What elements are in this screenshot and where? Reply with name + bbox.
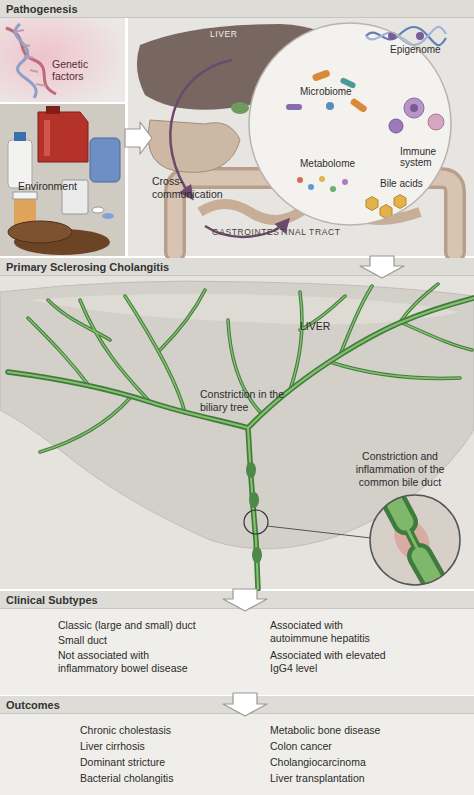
biliary-tree (8, 284, 474, 589)
immune-cell (404, 98, 424, 118)
metabolite (330, 186, 336, 192)
factor-label: Environment (18, 180, 102, 193)
component-label: Microbiome (300, 86, 370, 97)
nucleosome (416, 32, 424, 40)
pill-bottle-cap (13, 192, 37, 199)
metabolite (308, 184, 314, 190)
pathogenesis-panel: PathogenesisGenetic factorsEnvironmentLI… (0, 20, 474, 256)
bacterium (312, 69, 331, 82)
list-item: Not associated with inflammatory bowel d… (58, 649, 203, 675)
subtype-panel: Clinical SubtypesClassic (large and smal… (0, 611, 474, 693)
epigenome-helix (366, 27, 446, 45)
outcome-panel: OutcomesChronic cholestasisLiver cirrhos… (0, 716, 474, 795)
interaction-circle: EpigenomeMicrobiomeImmune systemMetabolo… (248, 22, 452, 226)
list-item: Colon cancer (270, 740, 430, 753)
list-item: Metabolic bone disease (270, 724, 430, 737)
component-label: Epigenome (390, 44, 450, 55)
component-label: Metabolome (300, 158, 370, 169)
component-label: Bile acids (380, 178, 440, 189)
magnified-outline (370, 495, 460, 585)
duct-wall (388, 490, 405, 522)
duct-bead (249, 492, 259, 508)
process-label: Cross-communication (152, 175, 224, 201)
epigenome-helix (366, 27, 446, 45)
panel-heading: Clinical Subtypes (0, 591, 474, 609)
list-item: Chronic cholestasis (80, 724, 240, 737)
magnified-duct (387, 490, 445, 600)
stricture-lumen (404, 522, 421, 556)
jug (90, 138, 120, 182)
organ-label: GASTROINTESTINAL TRACT (212, 226, 412, 239)
panel-heading: Outcomes (0, 696, 474, 714)
duct-lumen (388, 490, 405, 522)
callout-label: Constriction in the biliary tree (200, 388, 292, 414)
liver-highlight (30, 294, 460, 325)
bread (8, 221, 72, 243)
gas-can (38, 112, 88, 162)
organ-background (128, 18, 474, 256)
gas-can-spout (46, 106, 60, 114)
circle-fill (249, 23, 451, 225)
gallbladder (231, 102, 249, 114)
separator (125, 18, 128, 256)
list-item: Associated with autoimmune hepatitis (270, 619, 390, 645)
panel-background (0, 714, 474, 795)
bottle-cap (14, 132, 26, 141)
panel-background (0, 276, 474, 589)
callout-label: Constriction and inflammation of the com… (335, 450, 465, 489)
panel-background (0, 609, 474, 695)
organ-panel: LIVER Cross-communicationGASTROINTESTINAL… (152, 20, 474, 256)
factor-label: Genetic factors (52, 58, 104, 82)
magnify-marker (244, 510, 268, 534)
organ-label: LIVER (210, 28, 270, 41)
bile-acid (366, 197, 378, 211)
leader-line (267, 526, 371, 538)
list-item: Liver transplantation (270, 772, 430, 785)
cell-nucleus (410, 104, 418, 112)
bacterium (349, 97, 368, 113)
exposure-panel: Genetic factorsEnvironment (0, 20, 125, 256)
list-item: Small duct (58, 634, 208, 647)
metabolite (342, 179, 348, 185)
environment-background (0, 104, 125, 256)
immune-cell (428, 114, 444, 130)
disease-panel: Primary Sclerosing CholangitisLIVERConst… (0, 278, 474, 589)
list-item: Liver cirrhosis (80, 740, 240, 753)
list-item: Cholangiocarcinoma (270, 756, 430, 769)
dna-rungs (14, 30, 46, 86)
list-item: Bacterial cholangitis (80, 772, 240, 785)
panel-heading: Pathogenesis (0, 0, 474, 18)
list-item: Associated with elevated IgG4 level (270, 649, 405, 675)
bacterium (286, 104, 302, 110)
bile-acid (394, 195, 406, 209)
pill (92, 207, 104, 213)
gas-can-highlight (44, 120, 50, 156)
pill (102, 213, 114, 219)
dna-strand (15, 24, 36, 98)
panel-background (0, 18, 474, 256)
panel-heading: Primary Sclerosing Cholangitis (0, 258, 474, 276)
organ-label: LIVER (300, 320, 360, 333)
metabolite (319, 176, 325, 182)
separator (0, 102, 125, 104)
metabolite (297, 177, 303, 183)
duct-bead (252, 547, 262, 563)
component-label: Immune system (400, 146, 446, 168)
list-item: Dominant stricture (80, 756, 240, 769)
main-duct-lumen (8, 298, 474, 589)
bacterium (326, 102, 334, 110)
dna-background (0, 18, 125, 102)
duct-bead (246, 462, 256, 478)
flow-arrow (125, 122, 152, 154)
immune-cell (389, 119, 403, 133)
main-duct (8, 298, 474, 589)
list-item: Classic (large and small) duct (58, 619, 238, 632)
circle-outline (249, 23, 451, 225)
stomach (148, 120, 240, 172)
